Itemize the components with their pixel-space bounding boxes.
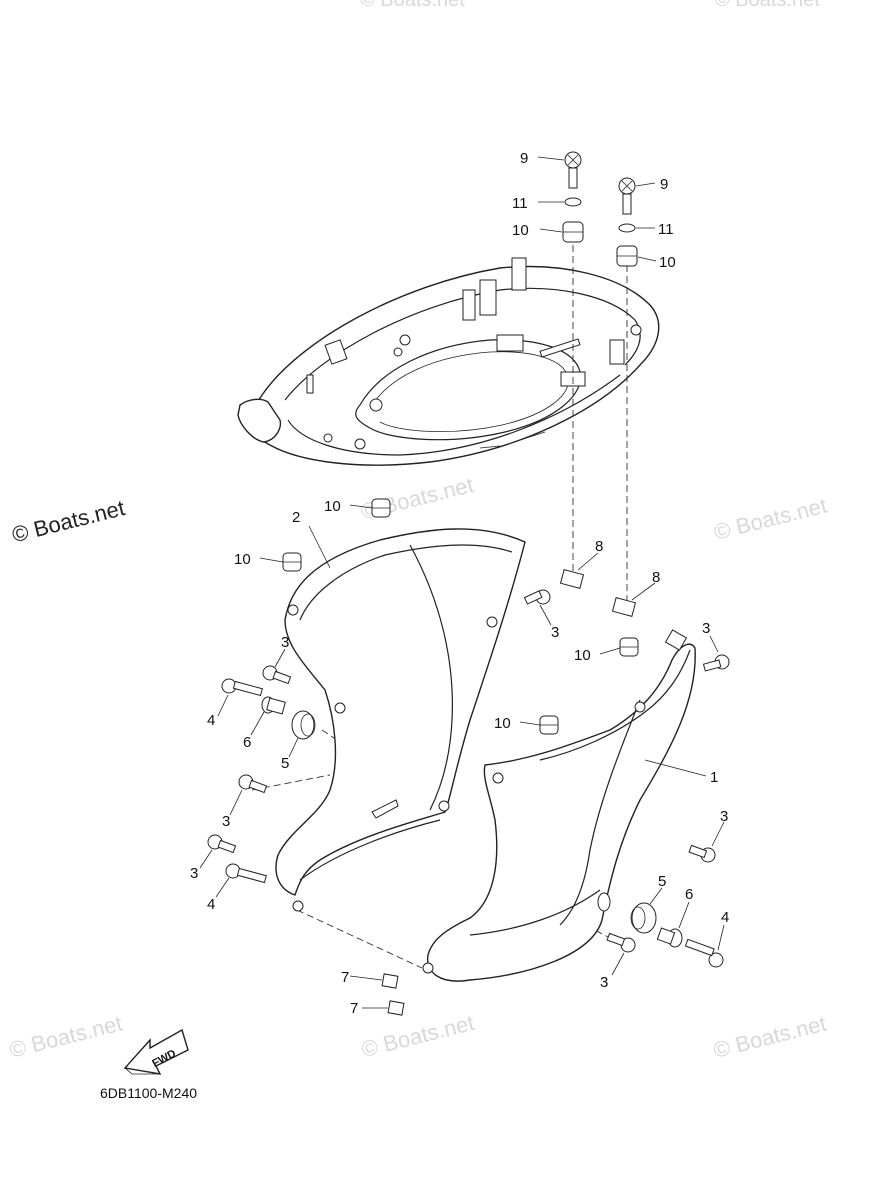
- bolt-part-3-g: [606, 932, 636, 953]
- callout-5-left: 5: [281, 755, 289, 772]
- leader-lines: [199, 156, 725, 1009]
- grommet-part-10-a: [562, 221, 584, 243]
- damper-part-5-right: [630, 902, 657, 934]
- callout-5-right: 5: [658, 873, 666, 890]
- callout-4-c: 4: [721, 909, 729, 926]
- callout-10-c: 10: [324, 498, 341, 515]
- callout-3-f: 3: [190, 865, 198, 882]
- collar-part-6-left: [261, 696, 286, 715]
- watermark-top-center: © Boats.net: [360, 0, 465, 11]
- callout-11-right: 11: [658, 221, 674, 238]
- fwd-arrow: FWD: [123, 1028, 189, 1075]
- callout-10-b: 10: [659, 254, 676, 271]
- bolt-part-3-f: [207, 834, 237, 854]
- watermark-bottom-left: © Boats.net: [7, 1010, 125, 1062]
- wire-clip: [371, 799, 399, 819]
- watermark-group: © Boats.net © Boats.net © Boats.net © Bo…: [7, 0, 829, 1063]
- watermark-middle-right: © Boats.net: [711, 493, 829, 545]
- watermark-bottom-center: © Boats.net: [359, 1010, 477, 1062]
- callout-3-e: 3: [720, 808, 728, 825]
- collar-part-11-left: [564, 197, 582, 207]
- grommet-part-10-f: [539, 715, 559, 735]
- callout-labels: 9 9 11 11 10 10 10 10 10 10 2 1 8 8 3 3 …: [190, 150, 729, 1017]
- callout-2: 2: [292, 509, 300, 526]
- grommet-part-10-c: [371, 498, 391, 518]
- damper-part-5-left: [291, 710, 316, 740]
- bolt-part-4-c: [684, 938, 724, 968]
- bolt-part-4-a: [221, 678, 263, 697]
- callout-7-upper: 7: [341, 969, 349, 986]
- callout-10-e: 10: [574, 647, 591, 664]
- screw-part-9-left: [564, 151, 582, 189]
- callout-10-f: 10: [494, 715, 511, 732]
- callout-9-left: 9: [520, 150, 528, 167]
- callout-3-c: 3: [702, 620, 710, 637]
- bottom-cowling-starboard: [422, 629, 696, 982]
- callout-7-lower: 7: [350, 1000, 358, 1017]
- callout-11-left: 11: [512, 195, 528, 212]
- watermark-bottom-right: © Boats.net: [711, 1011, 829, 1063]
- callout-4-b: 4: [207, 896, 215, 913]
- nut-part-7-upper: [381, 973, 399, 989]
- watermark-top-right: © Boats.net: [715, 0, 820, 11]
- callout-6-left: 6: [243, 734, 251, 751]
- callout-10-a: 10: [512, 222, 529, 239]
- grommet-part-10-e: [619, 637, 639, 657]
- nut-part-7-lower: [387, 1000, 405, 1016]
- collar-part-6-right: [656, 927, 683, 948]
- callout-3-b: 3: [281, 634, 289, 651]
- bottom-cowling-tray: [237, 257, 660, 466]
- bolt-part-3-c: [702, 654, 730, 672]
- callout-6-right: 6: [685, 886, 693, 903]
- bolt-part-3-d: [238, 774, 268, 794]
- grommet-part-10-d: [282, 552, 302, 572]
- diagram-code: 6DB1100-M240: [100, 1085, 197, 1101]
- callout-10-d: 10: [234, 551, 251, 568]
- bolt-part-3-e: [688, 844, 716, 863]
- collar-part-11-right: [618, 223, 636, 233]
- nut-part-8-right: [611, 597, 637, 617]
- callout-8-left: 8: [595, 538, 603, 555]
- callout-3-a: 3: [551, 624, 559, 641]
- callout-9-right: 9: [660, 176, 668, 193]
- callout-3-d: 3: [222, 813, 230, 830]
- screw-part-9-right: [618, 177, 636, 215]
- callout-4-a: 4: [207, 712, 215, 729]
- callout-1: 1: [710, 769, 718, 786]
- nut-part-8-left: [559, 569, 585, 589]
- bolt-part-3-b: [262, 665, 292, 685]
- callout-8-right: 8: [652, 569, 660, 586]
- bottom-cowling-port: [275, 528, 526, 912]
- bolt-part-4-b: [225, 863, 267, 884]
- bolt-part-3-a: [523, 589, 551, 605]
- grommet-part-10-b: [616, 245, 638, 267]
- callout-3-g: 3: [600, 974, 608, 991]
- watermark-primary: © Boats.net: [9, 495, 127, 547]
